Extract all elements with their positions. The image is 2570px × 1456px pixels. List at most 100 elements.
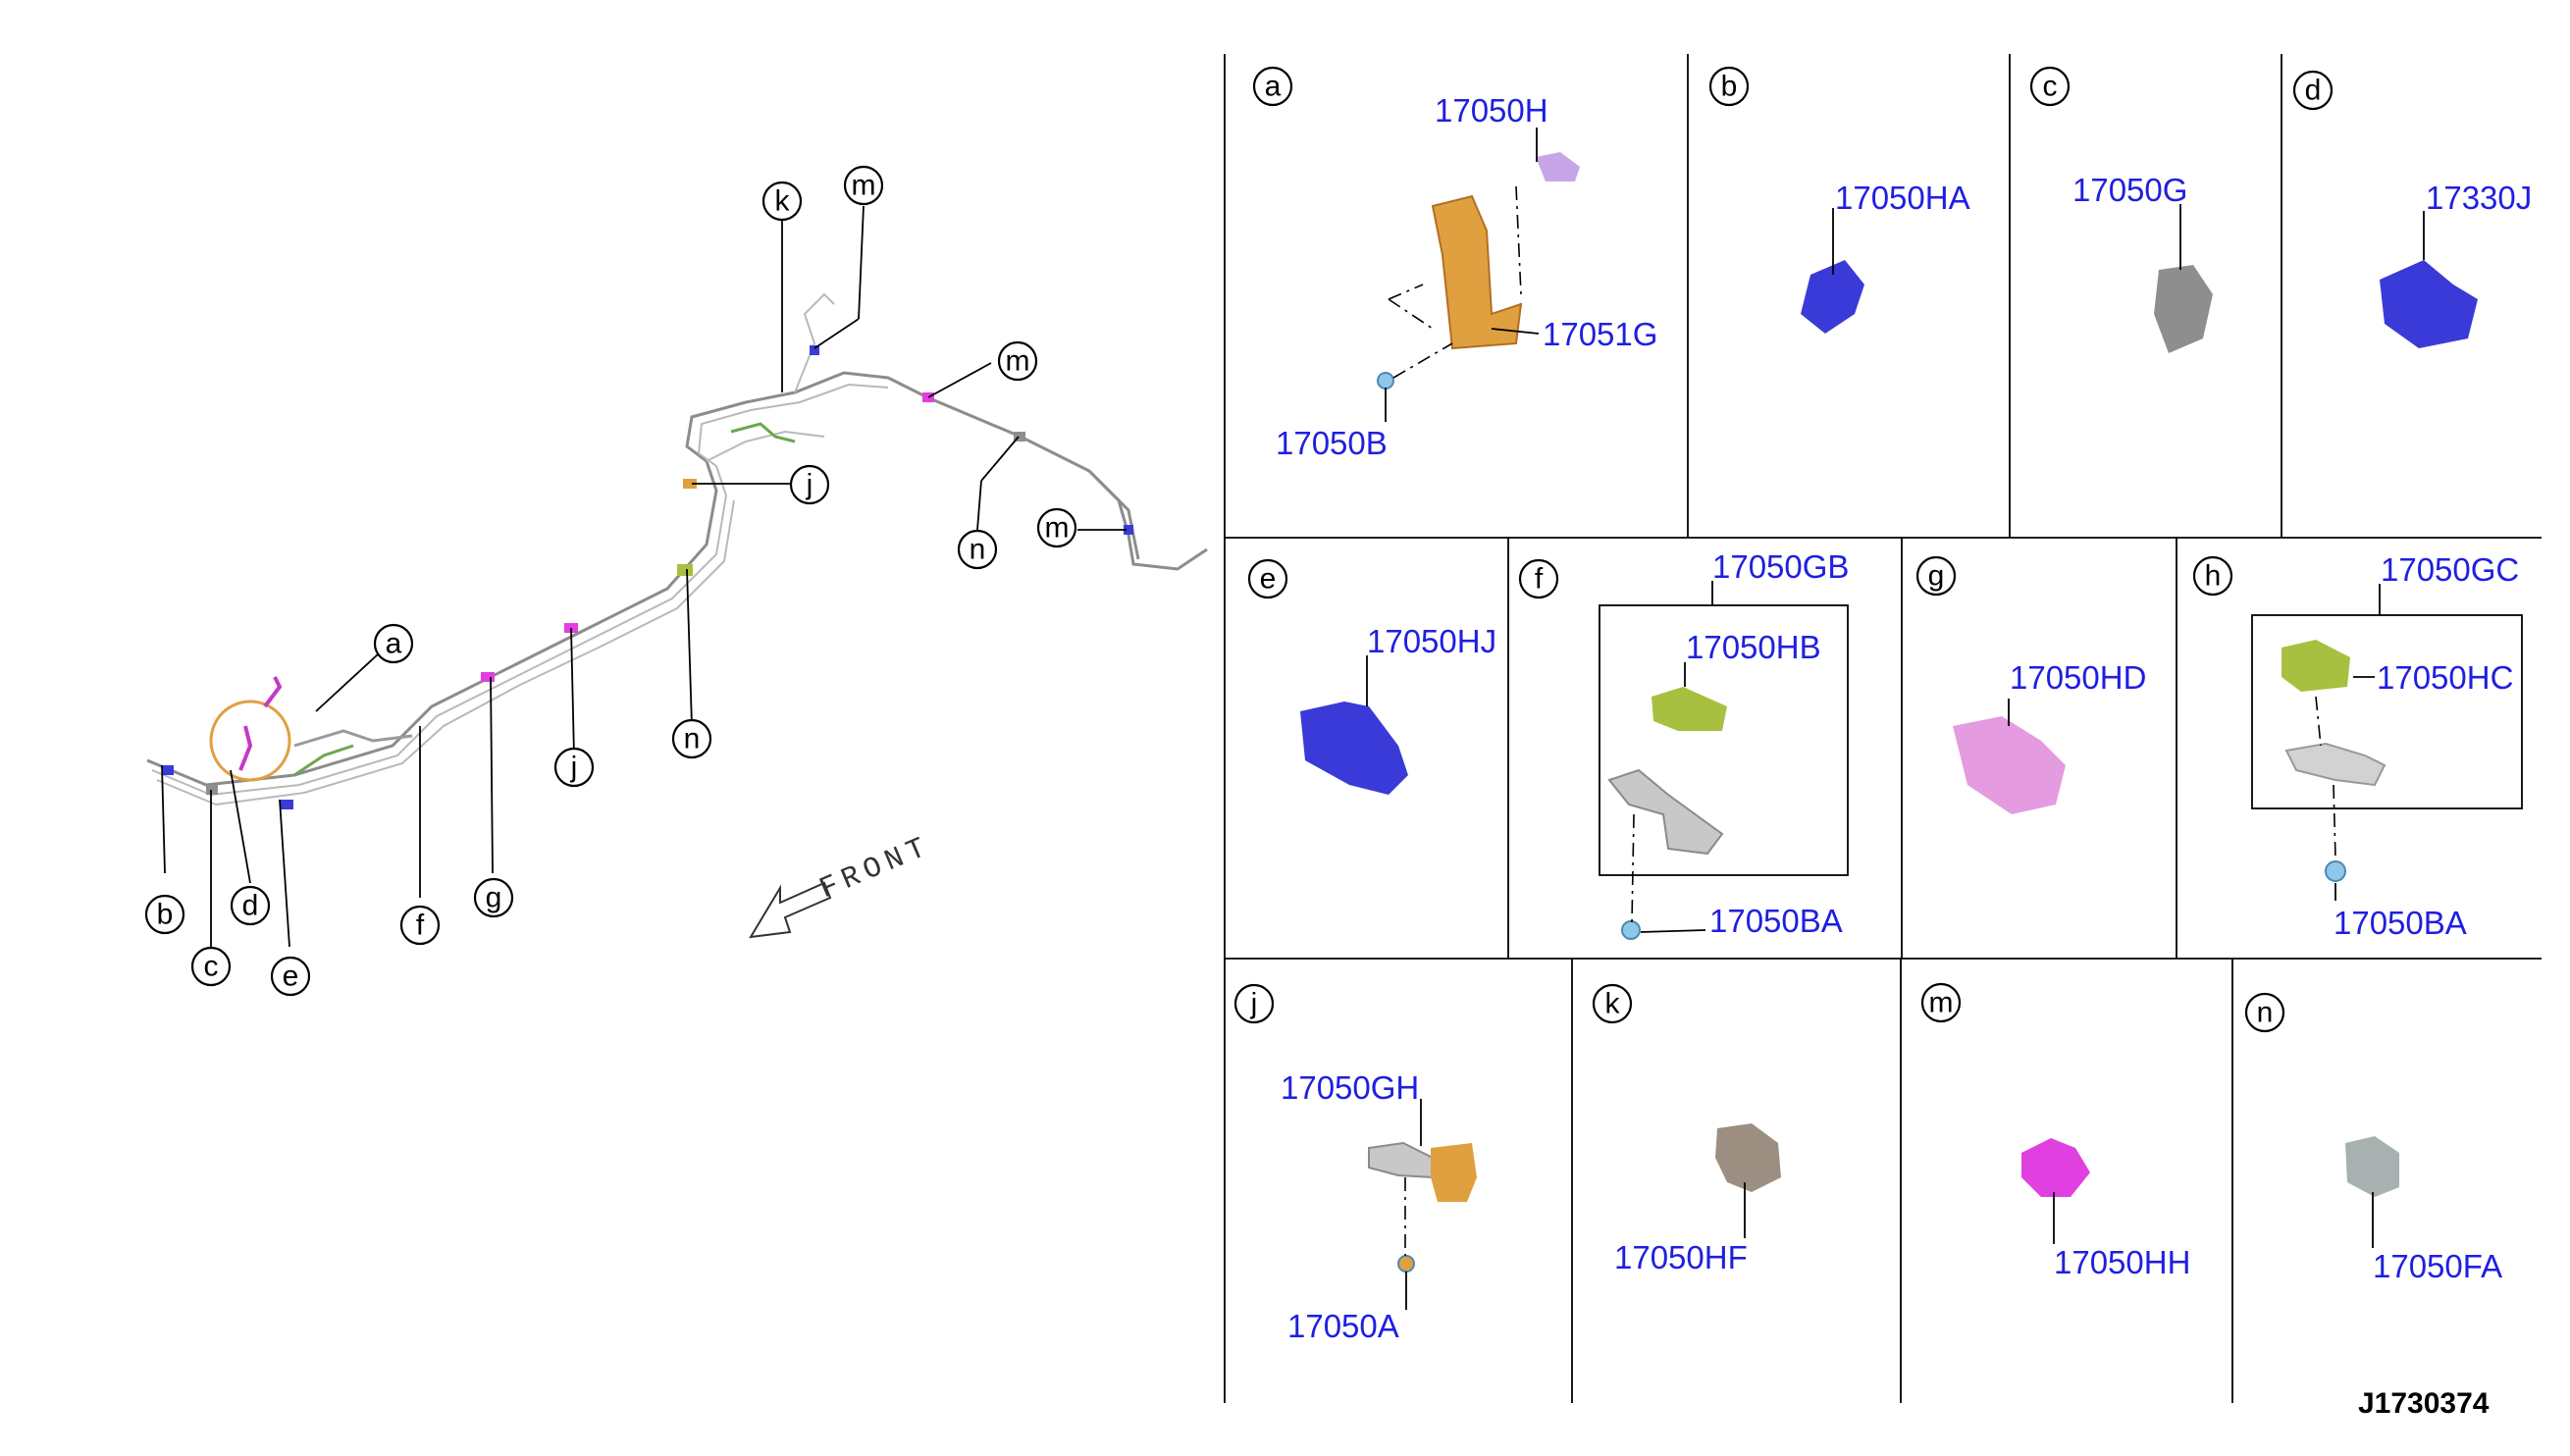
svg-text:k: k xyxy=(1605,988,1621,1020)
panel-n: n 17050FA xyxy=(2244,992,2502,1284)
panel-e: e 17050HJ xyxy=(1247,558,1496,795)
panel-j-label: j xyxy=(1233,983,1275,1024)
panel-k-label: k xyxy=(1592,983,1633,1024)
svg-text:g: g xyxy=(486,882,502,914)
front-arrow: FRONT xyxy=(749,830,937,939)
panel-m: m 17050HH xyxy=(1920,982,2190,1280)
svg-text:d: d xyxy=(2305,75,2322,107)
clip-17050hb xyxy=(1652,687,1727,731)
part-17050hj: 17050HJ xyxy=(1367,623,1496,659)
svg-text:e: e xyxy=(1260,563,1277,596)
callout-c: c xyxy=(190,946,232,987)
svg-text:n: n xyxy=(970,534,986,566)
panel-g-label: g xyxy=(1915,555,1957,597)
callout-e: e xyxy=(270,956,311,997)
svg-text:a: a xyxy=(386,628,402,660)
part-17050h: 17050H xyxy=(1435,92,1548,129)
part-17050b: 17050B xyxy=(1276,425,1388,461)
bolt-17050ba-h xyxy=(2325,860,2346,882)
panel-m-label: m xyxy=(1920,982,1962,1023)
svg-text:n: n xyxy=(2257,997,2274,1029)
svg-text:f: f xyxy=(416,910,425,942)
part-17050hd: 17050HD xyxy=(2010,659,2146,696)
panel-j: j 17050GH 17050A xyxy=(1233,983,1477,1344)
callout-j-upper: j xyxy=(789,464,830,505)
front-label: FRONT xyxy=(815,830,937,907)
panel-e-label: e xyxy=(1247,558,1288,599)
panel-b: b 17050HA xyxy=(1708,66,1970,334)
callout-b: b xyxy=(144,894,185,935)
clip-17050hc xyxy=(2282,640,2350,692)
svg-text:e: e xyxy=(283,961,299,993)
clip-17050hf xyxy=(1715,1123,1781,1192)
callout-a: a xyxy=(373,623,414,664)
diagram-id: J1730374 xyxy=(2358,1387,2490,1420)
part-17050ba-f: 17050BA xyxy=(1709,903,1843,939)
bracket-17050gh xyxy=(1368,1141,1434,1179)
svg-text:b: b xyxy=(157,899,174,931)
svg-text:j: j xyxy=(806,469,813,501)
part-17050hf: 17050HF xyxy=(1614,1239,1748,1275)
clip-17050ha xyxy=(1801,260,1864,334)
callout-j-lower: j xyxy=(553,747,595,788)
callout-n-lower: n xyxy=(671,718,712,759)
callout-m-right: m xyxy=(1036,507,1077,548)
svg-text:a: a xyxy=(1265,71,1282,103)
callout-m-top: m xyxy=(843,165,884,206)
panel-a-label: a xyxy=(1252,66,1293,107)
part-17051g: 17051G xyxy=(1543,316,1657,352)
part-17050hc: 17050HC xyxy=(2377,659,2513,696)
clip-17050fa xyxy=(2345,1136,2399,1197)
clip-17050g xyxy=(2154,265,2213,353)
svg-text:k: k xyxy=(775,185,791,218)
svg-text:n: n xyxy=(684,723,701,755)
panel-k: k 17050HF xyxy=(1592,983,1781,1275)
panel-b-label: b xyxy=(1708,66,1750,107)
svg-text:f: f xyxy=(1535,563,1544,596)
part-17050hb: 17050HB xyxy=(1686,629,1821,665)
clip-17050gh-orange xyxy=(1431,1143,1477,1202)
part-17330j: 17330J xyxy=(2426,180,2532,216)
panel-h: h 17050GC 17050HC 17050BA xyxy=(2192,551,2523,941)
svg-text:h: h xyxy=(2205,560,2222,593)
svg-text:d: d xyxy=(242,890,259,922)
part-17050ba-h: 17050BA xyxy=(2334,905,2467,941)
panel-c-label: c xyxy=(2029,66,2071,107)
part-17050gh: 17050GH xyxy=(1281,1069,1419,1106)
bracket-17050gb xyxy=(1607,768,1724,856)
bracket-17050gc xyxy=(2284,742,2386,787)
svg-text:m: m xyxy=(852,170,876,202)
callout-n-upper: n xyxy=(957,529,998,570)
callout-m-middle: m xyxy=(997,340,1038,382)
bracket-17051g xyxy=(1431,194,1523,350)
bolt-17050b xyxy=(1377,372,1394,390)
svg-text:j: j xyxy=(570,752,578,784)
callout-f: f xyxy=(399,905,441,946)
bolt-17050ba-f xyxy=(1621,920,1641,940)
brake-line-overview: a b c d e f g j n k m m j n m FRONT xyxy=(144,165,1208,997)
part-17050gb: 17050GB xyxy=(1712,548,1849,585)
part-17050gc: 17050GC xyxy=(2381,551,2519,588)
callout-d: d xyxy=(230,885,271,926)
svg-text:j: j xyxy=(1250,988,1258,1020)
panel-d-label: d xyxy=(2292,70,2334,111)
svg-text:c: c xyxy=(2043,71,2058,103)
part-17050a: 17050A xyxy=(1287,1308,1399,1344)
part-17050ha: 17050HA xyxy=(1835,180,1970,216)
svg-text:b: b xyxy=(1721,71,1738,103)
clip-17330j xyxy=(2380,260,2478,348)
svg-text:m: m xyxy=(1929,987,1954,1019)
panel-f: f 17050GB 17050HB 17050BA xyxy=(1518,548,1849,940)
clip-17050h xyxy=(1536,152,1580,182)
part-17050fa: 17050FA xyxy=(2373,1248,2502,1284)
part-17050g: 17050G xyxy=(2072,172,2187,208)
panel-a: a 17050H 17051G 17050B xyxy=(1252,66,1657,461)
part-17050hh: 17050HH xyxy=(2054,1244,2190,1280)
panel-g: g 17050HD xyxy=(1915,555,2146,814)
callout-g: g xyxy=(473,877,514,918)
clip-17050hd xyxy=(1953,716,2066,814)
svg-text:c: c xyxy=(204,951,219,983)
panel-n-label: n xyxy=(2244,992,2285,1033)
svg-text:g: g xyxy=(1928,560,1945,593)
panel-d: d 17330J xyxy=(2292,70,2532,348)
